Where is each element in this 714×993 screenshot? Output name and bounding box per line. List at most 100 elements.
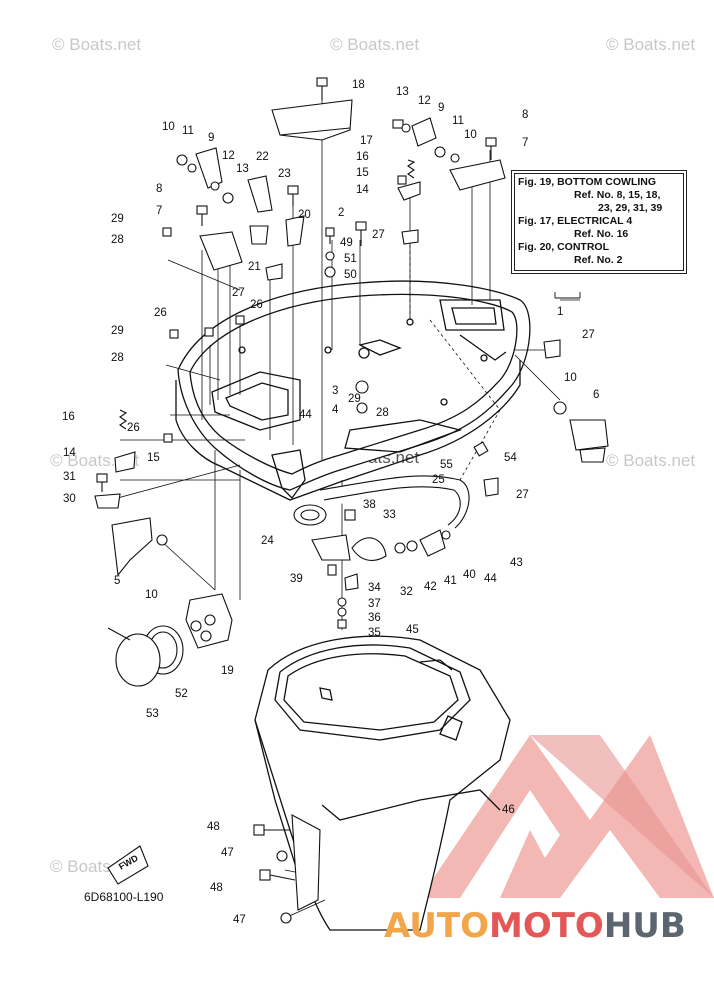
callout-49: 49 bbox=[340, 237, 353, 249]
callout-29: 29 bbox=[111, 325, 124, 337]
callout-48: 48 bbox=[210, 882, 223, 894]
reference-line: Fig. 19, BOTTOM COWLING bbox=[518, 176, 657, 188]
callout-10: 10 bbox=[145, 589, 158, 601]
callout-34: 34 bbox=[368, 582, 381, 594]
reference-line: 23, 29, 31, 39 bbox=[598, 202, 663, 214]
callout-3: 3 bbox=[332, 385, 338, 397]
callout-11: 11 bbox=[452, 115, 464, 127]
callout-52: 52 bbox=[175, 688, 188, 700]
callout-5: 5 bbox=[114, 575, 120, 587]
callout-33: 33 bbox=[383, 509, 396, 521]
callout-44: 44 bbox=[484, 573, 497, 585]
callout-16: 16 bbox=[356, 151, 369, 163]
callout-50: 50 bbox=[344, 269, 357, 281]
callout-20: 20 bbox=[298, 209, 311, 221]
reference-line: Ref. No. 8, 15, 18, bbox=[574, 189, 661, 201]
reference-line: Ref. No. 2 bbox=[574, 254, 623, 266]
callout-27: 27 bbox=[516, 489, 529, 501]
callout-45: 45 bbox=[406, 624, 419, 636]
reference-line: Fig. 17, ELECTRICAL 4 bbox=[518, 215, 633, 227]
callout-1: 1 bbox=[557, 306, 563, 318]
callout-37: 37 bbox=[368, 598, 381, 610]
callout-36: 36 bbox=[368, 612, 381, 624]
callout-30: 30 bbox=[63, 493, 76, 505]
logo-part-moto: MOTO bbox=[488, 906, 604, 946]
callout-53: 53 bbox=[146, 708, 159, 720]
callout-8: 8 bbox=[522, 109, 528, 121]
callout-9: 9 bbox=[438, 102, 444, 114]
callout-43: 43 bbox=[510, 557, 523, 569]
callout-23: 23 bbox=[278, 168, 291, 180]
reference-line: Fig. 20, CONTROL bbox=[518, 241, 610, 253]
callout-35: 35 bbox=[368, 627, 381, 639]
watermark: © Boats.net bbox=[606, 35, 695, 54]
callout-29: 29 bbox=[348, 393, 361, 405]
callout-32: 32 bbox=[400, 586, 413, 598]
fwd-arrow: FWD bbox=[107, 845, 149, 885]
callout-42: 42 bbox=[424, 581, 437, 593]
callout-21: 21 bbox=[248, 261, 261, 273]
logo-part-hub: HUB bbox=[603, 906, 686, 946]
callout-14: 14 bbox=[356, 184, 369, 196]
callout-46: 46 bbox=[502, 804, 515, 816]
callout-47: 47 bbox=[233, 914, 246, 926]
callout-27: 27 bbox=[582, 329, 595, 341]
callout-26: 26 bbox=[154, 307, 167, 319]
callout-26: 26 bbox=[127, 422, 140, 434]
callout-11: 11 bbox=[182, 125, 194, 137]
callout-41: 41 bbox=[444, 575, 457, 587]
callout-22: 22 bbox=[256, 151, 269, 163]
callout-38: 38 bbox=[363, 499, 376, 511]
callout-29: 29 bbox=[111, 213, 124, 225]
callout-4: 4 bbox=[332, 404, 339, 416]
bottom-cowling bbox=[175, 280, 531, 501]
automotohub-logo: AUTOMOTOHUB bbox=[384, 906, 686, 946]
leader-lines bbox=[109, 100, 580, 919]
callout-12: 12 bbox=[222, 150, 235, 162]
callout-16: 16 bbox=[62, 411, 75, 423]
callout-31: 31 bbox=[63, 471, 76, 483]
callout-19: 19 bbox=[221, 665, 234, 677]
callout-47: 47 bbox=[221, 847, 234, 859]
callout-39: 39 bbox=[290, 573, 303, 585]
callout-24: 24 bbox=[261, 535, 274, 547]
reference-line: Ref. No. 16 bbox=[574, 228, 629, 240]
watermark: © Boats.net bbox=[52, 35, 141, 54]
callout-26: 26 bbox=[250, 299, 263, 311]
callout-44: 44 bbox=[299, 409, 312, 421]
logo-part-auto: AUTO bbox=[384, 906, 489, 946]
watermark: © Boats.net bbox=[330, 35, 419, 54]
callout-27: 27 bbox=[372, 229, 385, 241]
callout-6: 6 bbox=[593, 389, 599, 401]
drawing-code: 6D68100-L190 bbox=[84, 890, 164, 904]
callout-10: 10 bbox=[464, 129, 477, 141]
callout-51: 51 bbox=[344, 253, 357, 265]
callout-2: 2 bbox=[338, 207, 344, 219]
callout-17: 17 bbox=[360, 135, 373, 147]
callout-15: 15 bbox=[356, 167, 369, 179]
callout-12: 12 bbox=[418, 95, 431, 107]
callout-10: 10 bbox=[564, 372, 577, 384]
callout-25: 25 bbox=[432, 474, 445, 486]
callout-15: 15 bbox=[147, 452, 160, 464]
callout-13: 13 bbox=[396, 86, 409, 98]
logo-triangle bbox=[420, 735, 714, 898]
watermark: © Boats.net bbox=[606, 451, 695, 470]
callout-9: 9 bbox=[208, 132, 214, 144]
callout-40: 40 bbox=[463, 569, 476, 581]
callout-7: 7 bbox=[156, 205, 162, 217]
callout-7: 7 bbox=[522, 137, 528, 149]
callout-54: 54 bbox=[504, 452, 517, 464]
callout-28: 28 bbox=[111, 234, 124, 246]
callout-10: 10 bbox=[162, 121, 175, 133]
callout-28: 28 bbox=[111, 352, 124, 364]
callout-28: 28 bbox=[376, 407, 389, 419]
callout-13: 13 bbox=[236, 163, 249, 175]
callout-18: 18 bbox=[352, 79, 365, 91]
callout-8: 8 bbox=[156, 183, 162, 195]
callout-14: 14 bbox=[63, 447, 76, 459]
